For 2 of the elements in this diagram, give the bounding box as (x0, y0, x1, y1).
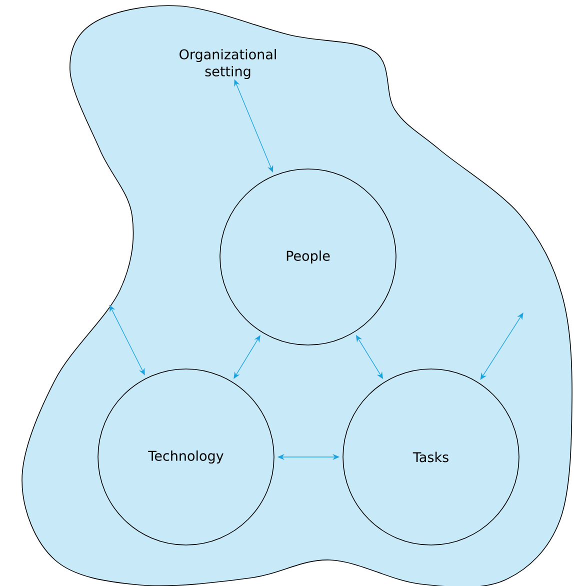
double-arrow (480, 312, 524, 380)
double-arrow (234, 335, 260, 379)
